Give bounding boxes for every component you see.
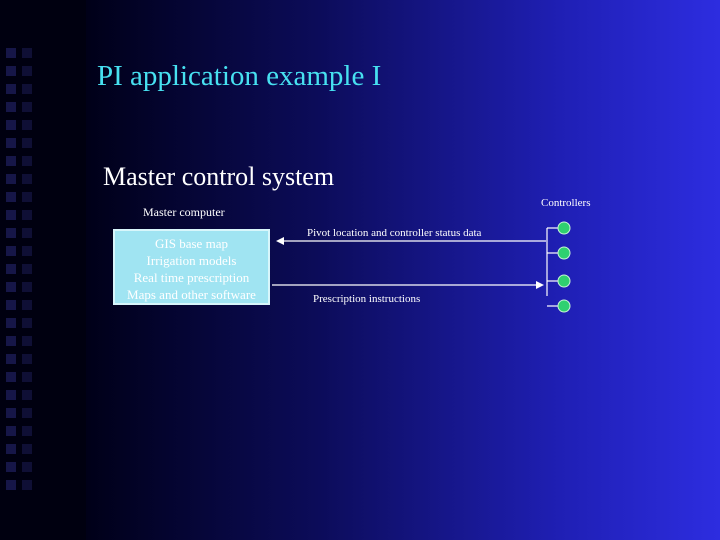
decorative-square (22, 264, 32, 274)
controller-node (557, 274, 571, 288)
decorative-square (6, 192, 16, 202)
controller-node (557, 299, 571, 313)
decorative-squares-inner (22, 48, 34, 498)
decorative-square (22, 192, 32, 202)
decorative-square (6, 444, 16, 454)
decorative-square (6, 228, 16, 238)
decorative-square (22, 48, 32, 58)
decorative-square (22, 210, 32, 220)
decorative-square (22, 354, 32, 364)
decorative-square (22, 174, 32, 184)
decorative-square (22, 390, 32, 400)
decorative-square (22, 336, 32, 346)
decorative-square (6, 318, 16, 328)
decorative-square (6, 210, 16, 220)
decorative-square (6, 264, 16, 274)
controllers-group (547, 221, 571, 313)
master-computer-label: Master computer (143, 205, 225, 219)
status-data-label: Pivot location and controller status dat… (307, 227, 482, 239)
decorative-square (6, 66, 16, 76)
decorative-square (6, 174, 16, 184)
controllers-label: Controllers (541, 197, 591, 209)
decorative-square (6, 426, 16, 436)
decorative-square (6, 390, 16, 400)
decorative-square (22, 84, 32, 94)
decorative-square (6, 354, 16, 364)
decorative-square (22, 318, 32, 328)
controller-node (557, 221, 571, 235)
decorative-square (22, 246, 32, 256)
prescription-label: Prescription instructions (313, 293, 421, 305)
decorative-square (6, 138, 16, 148)
master-box-line: Irrigation models (146, 253, 237, 268)
decorative-square (6, 462, 16, 472)
decorative-square (6, 336, 16, 346)
decorative-square (22, 66, 32, 76)
decorative-square (22, 138, 32, 148)
decorative-square (6, 48, 16, 58)
decorative-square (22, 426, 32, 436)
decorative-square (6, 480, 16, 490)
decorative-square (6, 120, 16, 130)
master-box-line: Real time prescription (133, 270, 250, 285)
decorative-square (22, 408, 32, 418)
controller-node (557, 246, 571, 260)
master-computer-box: GIS base map Irrigation models Real time… (113, 229, 270, 305)
decorative-squares (6, 48, 18, 498)
decorative-square (22, 120, 32, 130)
decorative-square (22, 156, 32, 166)
decorative-square (6, 408, 16, 418)
decorative-square (6, 102, 16, 112)
master-box-line: Maps and other software (127, 287, 256, 302)
decorative-square (22, 480, 32, 490)
decorative-square (6, 156, 16, 166)
slide-subtitle: Master control system (103, 162, 335, 191)
decorative-square (22, 282, 32, 292)
decorative-square (6, 372, 16, 382)
decorative-square (22, 102, 32, 112)
decorative-square (22, 300, 32, 310)
left-strip (0, 0, 86, 540)
decorative-square (22, 462, 32, 472)
decorative-square (6, 300, 16, 310)
decorative-square (22, 444, 32, 454)
decorative-square (6, 84, 16, 94)
decorative-square (6, 282, 16, 292)
decorative-square (6, 246, 16, 256)
decorative-square (22, 228, 32, 238)
decorative-square (22, 372, 32, 382)
slide-title: PI application example I (97, 60, 382, 92)
master-box-line: GIS base map (155, 236, 228, 251)
